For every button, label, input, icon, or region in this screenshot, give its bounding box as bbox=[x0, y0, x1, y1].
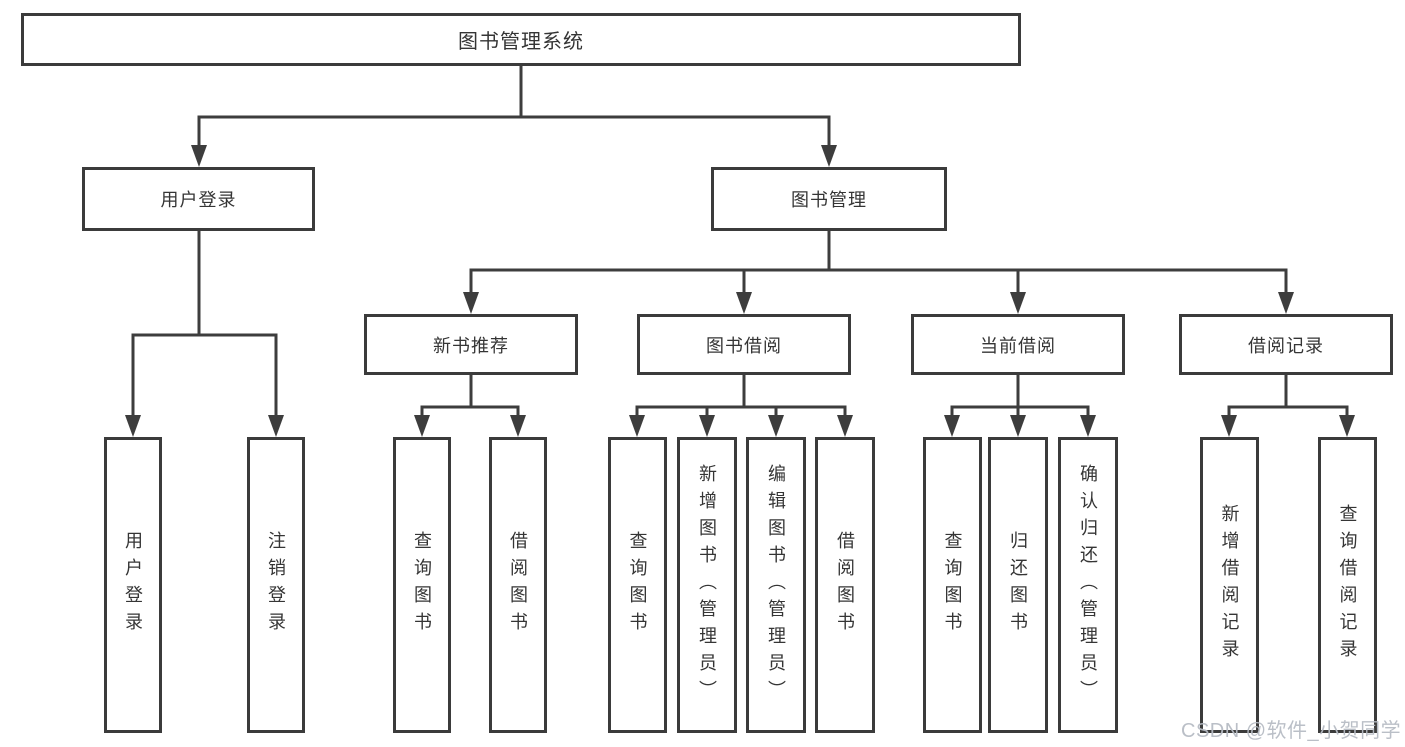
leaf-add-book-admin-label: 新增图书（管理员） bbox=[697, 463, 717, 707]
node-new-book-rec: 新书推荐 bbox=[364, 314, 578, 375]
arrowheads bbox=[125, 145, 1355, 437]
watermark: CSDN @软件_小贺同学 bbox=[1181, 720, 1402, 742]
leaf-add-book-admin: 新增图书（管理员） bbox=[677, 437, 737, 733]
leaf-logout-label: 注销登录 bbox=[266, 531, 286, 639]
leaf-add-borrow-record-label: 新增借阅记录 bbox=[1219, 504, 1240, 666]
leaf-user-login: 用户登录 bbox=[104, 437, 162, 733]
node-book-borrow-label: 图书借阅 bbox=[706, 335, 782, 356]
leaf-add-borrow-record: 新增借阅记录 bbox=[1200, 437, 1259, 733]
leaf-query-book-borrow: 查询图书 bbox=[608, 437, 667, 733]
node-book-mgmt: 图书管理 bbox=[711, 167, 947, 231]
leaf-borrow-book-label: 借阅图书 bbox=[835, 531, 855, 639]
node-book-borrow: 图书借阅 bbox=[637, 314, 851, 375]
node-borrow-records-label: 借阅记录 bbox=[1248, 335, 1324, 356]
node-user-login: 用户登录 bbox=[82, 167, 315, 231]
leaf-logout: 注销登录 bbox=[247, 437, 305, 733]
leaf-query-book-current-label: 查询图书 bbox=[942, 531, 963, 639]
leaf-borrow-book-newrec: 借阅图书 bbox=[489, 437, 547, 733]
node-user-login-label: 用户登录 bbox=[160, 190, 237, 210]
node-root-label: 图书管理系统 bbox=[458, 31, 584, 53]
leaf-return-book: 归还图书 bbox=[988, 437, 1048, 733]
node-root: 图书管理系统 bbox=[21, 13, 1021, 66]
node-current-borrow: 当前借阅 bbox=[911, 314, 1125, 375]
leaf-return-book-label: 归还图书 bbox=[1008, 531, 1028, 639]
connector-stems bbox=[131, 64, 1349, 419]
leaf-query-book-borrow-label: 查询图书 bbox=[627, 531, 648, 639]
leaf-borrow-book: 借阅图书 bbox=[815, 437, 875, 733]
leaf-confirm-return-admin: 确认归还（管理员） bbox=[1058, 437, 1118, 733]
node-new-book-rec-label: 新书推荐 bbox=[433, 335, 509, 356]
leaf-edit-book-admin-label: 编辑图书（管理员） bbox=[766, 463, 786, 707]
leaf-borrow-book-newrec-label: 借阅图书 bbox=[508, 531, 528, 639]
leaf-query-book-current: 查询图书 bbox=[923, 437, 982, 733]
node-current-borrow-label: 当前借阅 bbox=[980, 335, 1056, 356]
leaf-edit-book-admin: 编辑图书（管理员） bbox=[746, 437, 806, 733]
leaf-query-borrow-record: 查询借阅记录 bbox=[1318, 437, 1377, 733]
leaf-user-login-label: 用户登录 bbox=[123, 531, 143, 639]
leaf-query-book-newrec: 查询图书 bbox=[393, 437, 451, 733]
leaf-query-book-newrec-label: 查询图书 bbox=[412, 531, 432, 639]
node-book-mgmt-label: 图书管理 bbox=[791, 190, 867, 210]
leaf-query-borrow-record-label: 查询借阅记录 bbox=[1337, 504, 1358, 666]
leaf-confirm-return-admin-label: 确认归还（管理员） bbox=[1078, 463, 1098, 707]
node-borrow-records: 借阅记录 bbox=[1179, 314, 1393, 375]
